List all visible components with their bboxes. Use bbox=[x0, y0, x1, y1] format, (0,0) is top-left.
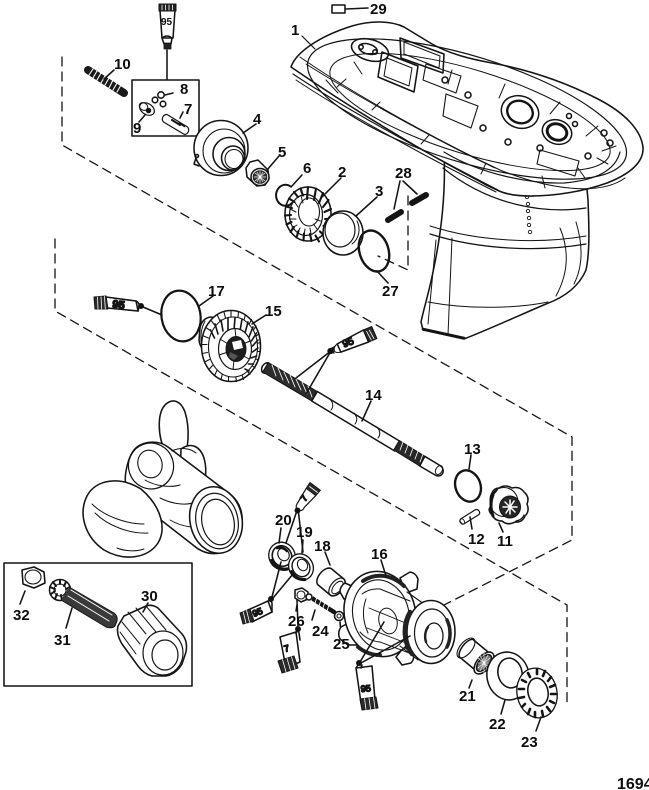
svg-text:32: 32 bbox=[13, 607, 30, 624]
svg-text:95: 95 bbox=[161, 17, 173, 28]
svg-text:21: 21 bbox=[459, 688, 476, 705]
svg-text:10: 10 bbox=[114, 56, 131, 73]
svg-text:5: 5 bbox=[278, 144, 286, 161]
svg-text:22: 22 bbox=[489, 716, 506, 733]
svg-text:95: 95 bbox=[112, 299, 126, 312]
svg-text:19: 19 bbox=[296, 524, 313, 541]
svg-text:12: 12 bbox=[468, 531, 485, 548]
svg-text:18: 18 bbox=[314, 538, 331, 555]
svg-text:29: 29 bbox=[370, 1, 387, 18]
svg-text:95: 95 bbox=[360, 683, 371, 694]
svg-text:30: 30 bbox=[141, 588, 158, 605]
svg-text:31: 31 bbox=[54, 632, 71, 649]
svg-text:20: 20 bbox=[275, 512, 292, 529]
svg-text:27: 27 bbox=[382, 283, 399, 300]
svg-text:24: 24 bbox=[312, 623, 329, 640]
svg-text:28: 28 bbox=[395, 165, 412, 182]
svg-text:25: 25 bbox=[333, 636, 350, 653]
svg-text:7: 7 bbox=[283, 643, 290, 654]
svg-text:15: 15 bbox=[265, 303, 282, 320]
svg-text:3: 3 bbox=[375, 183, 383, 200]
svg-text:4: 4 bbox=[253, 111, 262, 128]
svg-text:95: 95 bbox=[251, 606, 264, 619]
svg-text:17: 17 bbox=[208, 283, 225, 300]
svg-text:8: 8 bbox=[180, 81, 188, 98]
svg-text:95: 95 bbox=[341, 336, 356, 350]
svg-text:1: 1 bbox=[291, 22, 299, 39]
svg-text:23: 23 bbox=[521, 734, 538, 751]
svg-text:1694: 1694 bbox=[617, 776, 649, 790]
svg-text:6: 6 bbox=[303, 160, 311, 177]
svg-text:14: 14 bbox=[365, 387, 382, 404]
svg-text:9: 9 bbox=[133, 120, 141, 137]
svg-text:13: 13 bbox=[464, 441, 481, 458]
svg-text:2: 2 bbox=[338, 164, 346, 181]
svg-text:7: 7 bbox=[184, 101, 192, 118]
svg-text:16: 16 bbox=[371, 546, 388, 563]
svg-text:26: 26 bbox=[288, 613, 305, 630]
svg-text:11: 11 bbox=[497, 533, 513, 550]
svg-text:7: 7 bbox=[298, 493, 309, 503]
